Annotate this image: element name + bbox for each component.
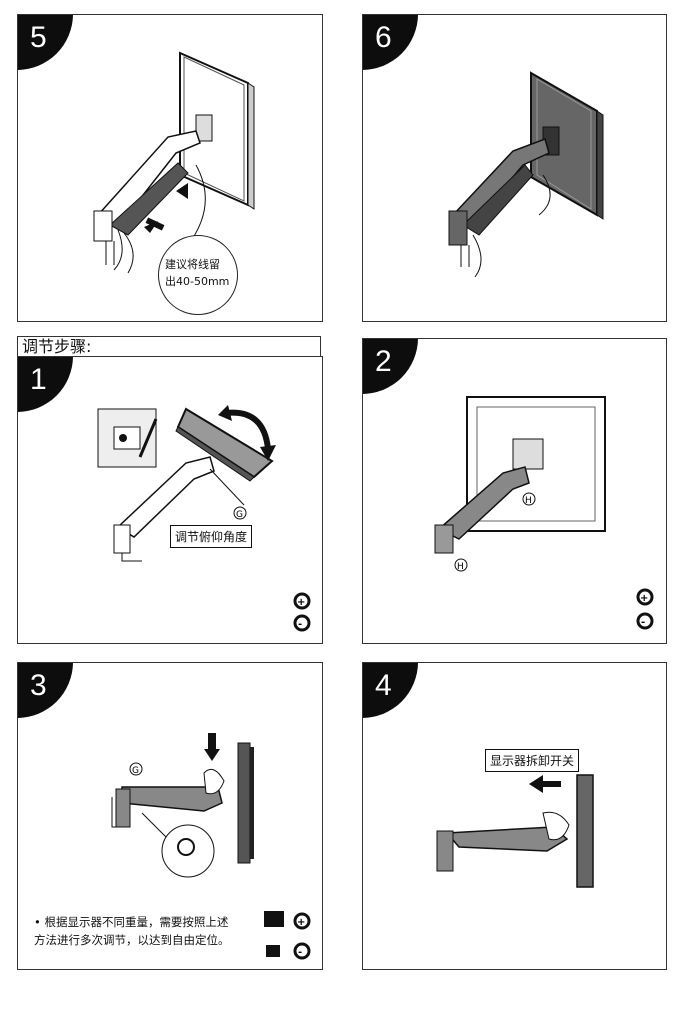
svg-text:+: +	[640, 593, 648, 604]
cable-length-callout: 建议将线留 出40-50mm	[158, 235, 238, 315]
tilt-adjust-label: 调节俯仰角度	[170, 525, 253, 548]
note-line-2: 方法进行多次调节，以达到自由定位。	[34, 933, 230, 947]
loosen-icon: -	[293, 942, 311, 960]
step-3-panel: G + - 3 • 根据显示器不同重量，需要按照上述 方法进行多次调节，以达到自…	[17, 662, 323, 970]
note-line-1: • 根据显示器不同重量，需要按照上述	[34, 915, 229, 929]
cable-note-line1: 建议将线留	[165, 258, 220, 271]
marker-h-lower: H	[457, 562, 464, 572]
step-1-panel: G + - 1 调节俯仰角度	[17, 356, 323, 644]
step-5-illustration	[93, 51, 255, 274]
svg-text:+: +	[297, 917, 305, 928]
marker-g: G	[236, 510, 243, 520]
step-number-badge: 2	[363, 339, 418, 394]
svg-text:-: -	[298, 947, 302, 958]
tighten-icon: +	[293, 912, 311, 930]
arrow-icon	[529, 775, 561, 793]
step-2-illustration: H H + -	[434, 396, 654, 630]
step-6-panel: 6	[362, 14, 667, 322]
release-button-label: 显示器拆卸开关	[485, 749, 580, 772]
svg-text:-: -	[298, 619, 302, 630]
loosen-icon: -	[293, 614, 311, 632]
cable-note-line2: 出40-50mm	[165, 275, 230, 288]
weight-adjust-note: • 根据显示器不同重量，需要按照上述 方法进行多次调节，以达到自由定位。	[34, 913, 230, 949]
step-3-illustration: G + -	[111, 733, 311, 960]
marker-g: G	[132, 766, 139, 776]
tighten-icon: +	[636, 588, 654, 606]
step-5-panel: 5 建议将线留 出40-50mm	[17, 14, 323, 322]
svg-text:+: +	[297, 597, 305, 608]
loosen-icon: -	[636, 612, 654, 630]
step-6-illustration	[448, 71, 604, 278]
tighten-icon: +	[293, 592, 311, 610]
step-4-panel: 4 显示器拆卸开关	[362, 662, 667, 970]
step-4-illustration	[436, 774, 594, 888]
step-1-illustration: G + -	[97, 405, 311, 632]
marker-h-upper: H	[525, 496, 532, 506]
adjustment-steps-title: 调节步骤:	[17, 336, 321, 356]
svg-text:-: -	[641, 617, 645, 628]
step-2-panel: H H + - 2	[362, 338, 667, 644]
